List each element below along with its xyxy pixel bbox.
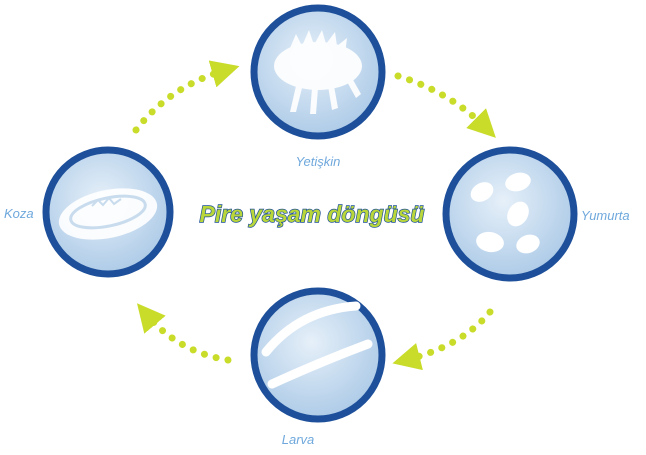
stage-cocoon: Koza [4, 150, 170, 274]
stage-egg: Yumurta [446, 150, 630, 278]
arrow-adult-to-egg [398, 76, 486, 128]
cocoon-label: Koza [4, 206, 34, 221]
stage-adult: Yetişkin [254, 8, 382, 169]
stage-larva: Larva [254, 291, 382, 447]
adult-label: Yetişkin [296, 154, 341, 169]
arrow-larva-to-cocoon [146, 314, 228, 360]
arrow-egg-to-larva [406, 312, 490, 360]
arrow-cocoon-to-adult [136, 70, 226, 130]
diagram-title: Pire yaşam döngüsü [200, 201, 425, 227]
larva-label: Larva [282, 432, 315, 447]
egg-label: Yumurta [581, 208, 630, 223]
